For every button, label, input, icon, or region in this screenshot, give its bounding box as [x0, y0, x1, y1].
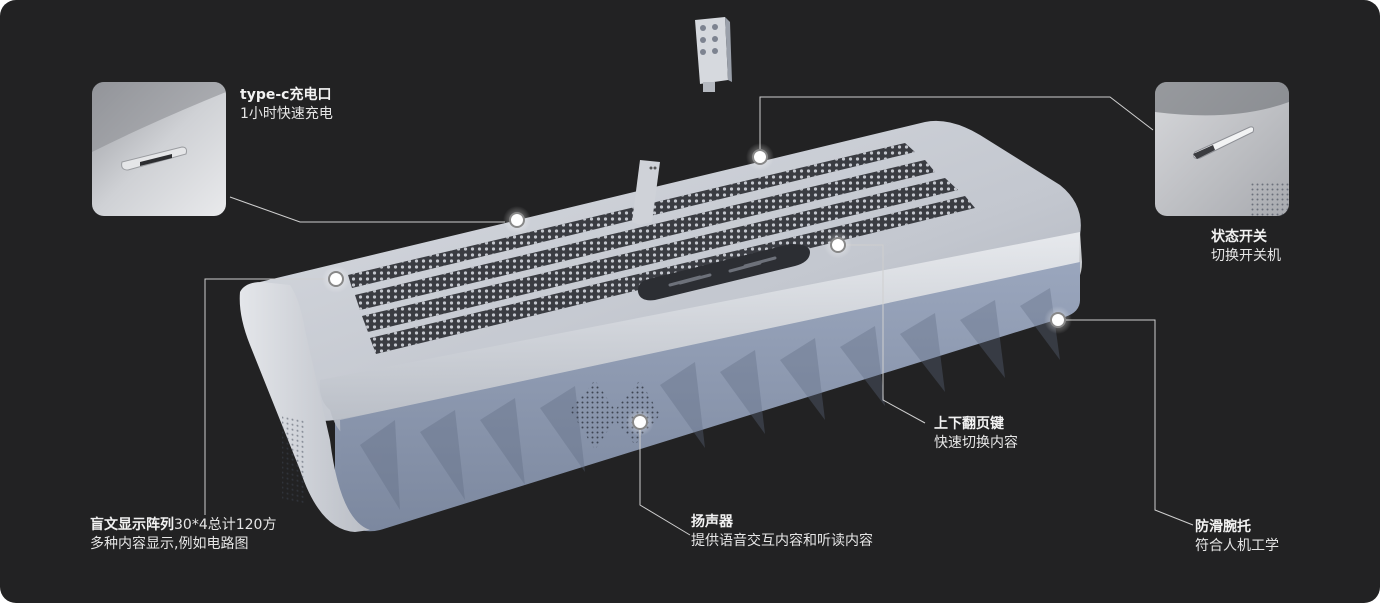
- page-keys: [637, 244, 810, 301]
- callout-braille-count: 30*4总计120方: [174, 517, 277, 533]
- callout-braille-title: 盲文显示阵列: [90, 517, 174, 533]
- side-vent: [282, 414, 304, 505]
- callout-power-desc: 切换开关机: [1211, 248, 1281, 264]
- callout-wrist-title: 防滑腕托: [1195, 519, 1251, 535]
- braille-pin-module-icon: [695, 17, 732, 92]
- callout-speaker-desc: 提供语音交互内容和听读内容: [691, 533, 873, 549]
- leader-lines: [204, 96, 1194, 536]
- callout-speaker-title: 扬声器: [691, 514, 733, 530]
- callout-page-keys: 上下翻页键 快速切换内容: [934, 415, 1018, 453]
- callout-speaker: 扬声器 提供语音交互内容和听读内容: [691, 513, 873, 551]
- stylus-icon: [632, 160, 660, 225]
- callout-typec-title: type-c充电口: [240, 87, 332, 103]
- callout-braille-desc: 多种内容显示,例如电路图: [90, 536, 249, 552]
- callout-power-title: 状态开关: [1211, 229, 1267, 245]
- callout-wrist-desc: 符合人机工学: [1195, 538, 1279, 554]
- callout-page-keys-title: 上下翻页键: [934, 416, 1004, 432]
- callout-braille: 盲文显示阵列30*4总计120方 多种内容显示,例如电路图: [90, 516, 276, 554]
- callout-typec-desc: 1小时快速充电: [240, 106, 333, 122]
- device-facet-panel: [340, 262, 1080, 532]
- facet-pattern: [360, 288, 1060, 510]
- callout-typec: type-c充电口 1小时快速充电: [240, 86, 333, 124]
- typec-port-thumbnail: [92, 82, 226, 216]
- device-left-cap: [239, 282, 370, 532]
- callout-power: 状态开关 切换开关机: [1211, 228, 1281, 266]
- hotspot-markers: [322, 143, 1072, 436]
- power-switch-thumbnail: [1155, 82, 1289, 216]
- callout-page-keys-desc: 快速切换内容: [934, 435, 1018, 451]
- callout-wrist: 防滑腕托 符合人机工学: [1195, 518, 1279, 556]
